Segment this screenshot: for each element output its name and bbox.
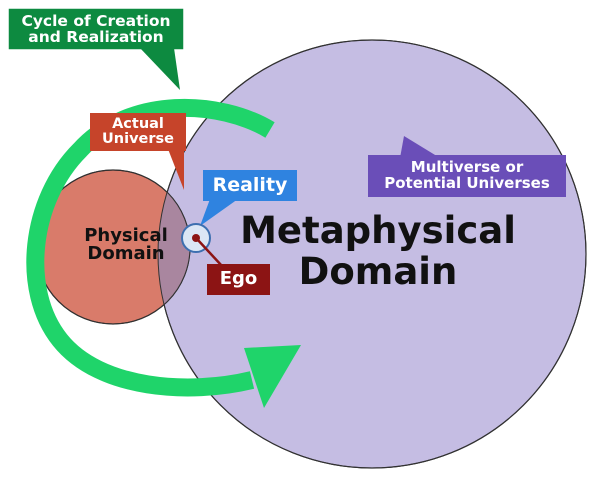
metaphysical-domain-line-2: Domain: [298, 250, 458, 293]
cycle-arrowhead-icon: [244, 345, 301, 408]
physical-domain-text: Physical Domain: [74, 222, 178, 268]
multiverse-label: Multiverse or Potential Universes: [368, 155, 566, 197]
metaphysical-domain-text: Metaphysical Domain: [238, 210, 518, 294]
physical-domain-line-2: Domain: [87, 243, 165, 264]
actual-universe-label: Actual Universe: [90, 113, 186, 151]
actual-universe-line-1: Actual: [112, 115, 164, 132]
cycle-label-pointer: [140, 48, 180, 90]
cycle-arrow-icon: [26, 98, 275, 397]
actual-label-pointer: [168, 149, 184, 190]
ego-label: Ego: [219, 268, 258, 290]
reality-label: Reality: [212, 173, 288, 196]
multiverse-line-1: Multiverse or: [410, 158, 524, 177]
ego-pointer-line: [196, 238, 223, 267]
cycle-label: Cycle of Creation and Realization: [8, 8, 184, 50]
actual-universe-line-2: Universe: [102, 131, 174, 147]
metaphysical-domain-line-1: Metaphysical: [240, 209, 516, 253]
multiverse-line-2: Potential Universes: [384, 174, 550, 192]
cycle-label-line-1: Cycle of Creation: [21, 11, 171, 30]
multiverse-label-pointer: [400, 136, 440, 158]
reality-label-pointer: [200, 199, 238, 226]
cycle-label-line-2: and Realization: [28, 28, 164, 46]
physical-domain-line-1: Physical: [84, 225, 168, 246]
